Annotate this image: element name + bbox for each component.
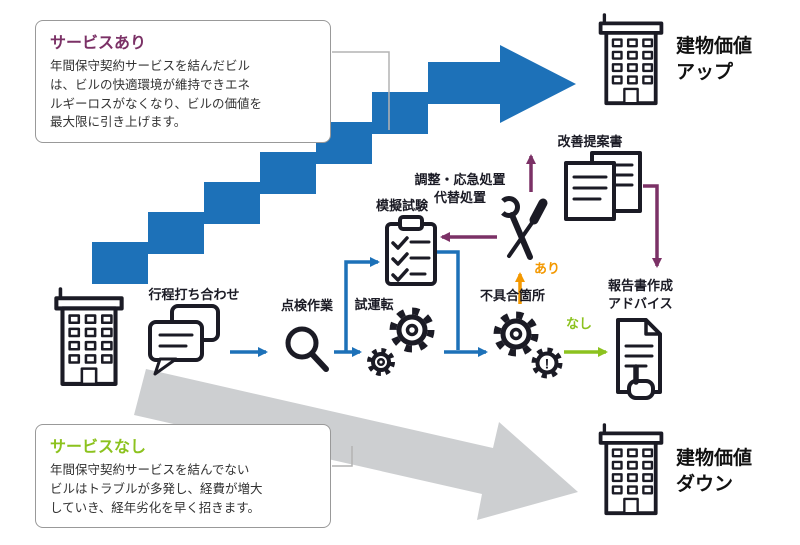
proposal-documents-icon (564, 151, 642, 221)
service-no-connector (332, 446, 353, 467)
report-hand-icon (616, 318, 662, 400)
clipboard-checklist-icon (385, 215, 437, 286)
result-up-label: 建物価値 アップ (676, 36, 753, 83)
result-down-label: 建物価値 ダウン (676, 448, 753, 495)
branch-no-label: なし (566, 316, 593, 331)
step-meeting-label: 行程打ち合わせ (148, 287, 240, 302)
step-adjustment-label: 調整・応急処置 代替処置 (414, 172, 506, 206)
step-defect-label: 不具合箇所 (479, 288, 545, 303)
building-value-up-icon (598, 12, 664, 106)
staircase-up-arrow (92, 45, 576, 284)
service-yes-title: サービスあり (50, 35, 147, 52)
step-inspection-label: 点検作業 (280, 298, 333, 313)
arrow-up-to-simulation (344, 257, 380, 352)
service-no-title: サービスなし (50, 439, 147, 456)
magnifier-icon (285, 326, 329, 372)
service-no-callout: サービスなし 年間保守契約サービスを結んでない ビルはトラブルが多発し、経費が増… (35, 424, 331, 529)
defect-gears-alert-icon: ! (493, 311, 563, 379)
wrench-screwdriver-icon (498, 196, 548, 260)
service-no-body: 年間保守契約サービスを結んでない ビルはトラブルが多発し、経費が増大 していき、… (50, 463, 263, 515)
arrow-simulation-down (437, 250, 460, 350)
step-proposal-label: 改善提案書 (557, 134, 623, 149)
step-trial-label: 試運転 (354, 297, 394, 312)
step-report-label: 報告書作成 アドバイス (608, 278, 674, 312)
service-yes-callout: サービスあり 年間保守契約サービスを結んだビル は、ビルの快適環境が維持できエネ… (35, 20, 331, 143)
branch-yes-label: あり (534, 261, 561, 276)
arrow-proposal-to-report (643, 184, 662, 268)
decline-down-arrow (134, 369, 578, 520)
speech-bubbles-icon (148, 304, 220, 376)
step-simulation-label: 模擬試験 (375, 198, 428, 213)
building-start-icon (56, 289, 121, 384)
service-yes-connector (332, 51, 390, 130)
gears-icon (367, 307, 435, 376)
exclamation-mark: ! (545, 356, 550, 372)
building-value-down-icon (598, 422, 664, 516)
service-yes-body: 年間保守契約サービスを結んだビル は、ビルの快適環境が維持できエネ ルギーロスが… (50, 59, 263, 130)
